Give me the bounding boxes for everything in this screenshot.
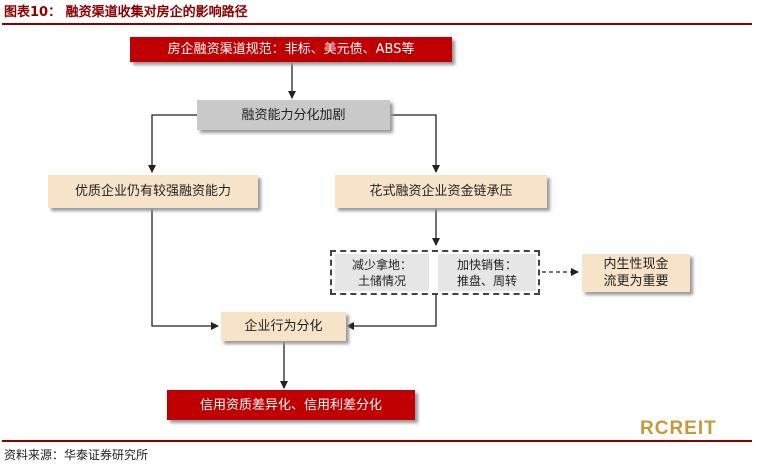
arrow-actions-to-behavior — [346, 295, 437, 330]
node-pressure-firms: 花式融资企业资金链承压 — [335, 175, 547, 208]
source-note: 资料来源：华泰证券研究所 — [4, 448, 149, 462]
node-credit-split: 信用资质差异化、信用利差分化 — [167, 390, 415, 420]
arrow-quality-to-behavior — [151, 208, 219, 330]
actions-dashed-group — [330, 250, 540, 295]
node-internal-cashflow-line1: 内生性现金 — [603, 257, 669, 272]
node-speed-sales-line1: 加快销售： — [456, 257, 517, 272]
arrow-ability-to-quality — [148, 114, 197, 173]
node-ability-split: 融资能力分化加剧 — [197, 100, 390, 130]
node-speed-sales-line2: 推盘、周转 — [456, 273, 517, 288]
node-speed-sales: 加快销售： 推盘、周转 — [438, 254, 536, 291]
node-reduce-land-line2: 土储情况 — [357, 273, 406, 288]
rcreit-logo: RCREIT — [640, 418, 717, 439]
node-quality-firms: 优质企业仍有较强融资能力 — [48, 175, 258, 208]
node-reduce-land-line1: 减少拿地： — [351, 257, 412, 272]
figure-title: 图表10： 融资渠道收集对房企的影响路径 — [4, 5, 248, 20]
node-behavior-split: 企业行为分化 — [221, 312, 346, 341]
node-internal-cashflow: 内生性现金 流更为重要 — [582, 254, 690, 292]
node-reduce-land: 减少拿地： 土储情况 — [335, 254, 429, 291]
title-rule — [2, 23, 752, 25]
arrow-ability-to-pressure — [390, 114, 440, 173]
footer-rule — [2, 440, 752, 442]
node-internal-cashflow-line2: 流更为重要 — [603, 274, 669, 289]
node-financing-regulation: 房企融资渠道规范：非标、美元债、ABS等 — [130, 37, 452, 62]
